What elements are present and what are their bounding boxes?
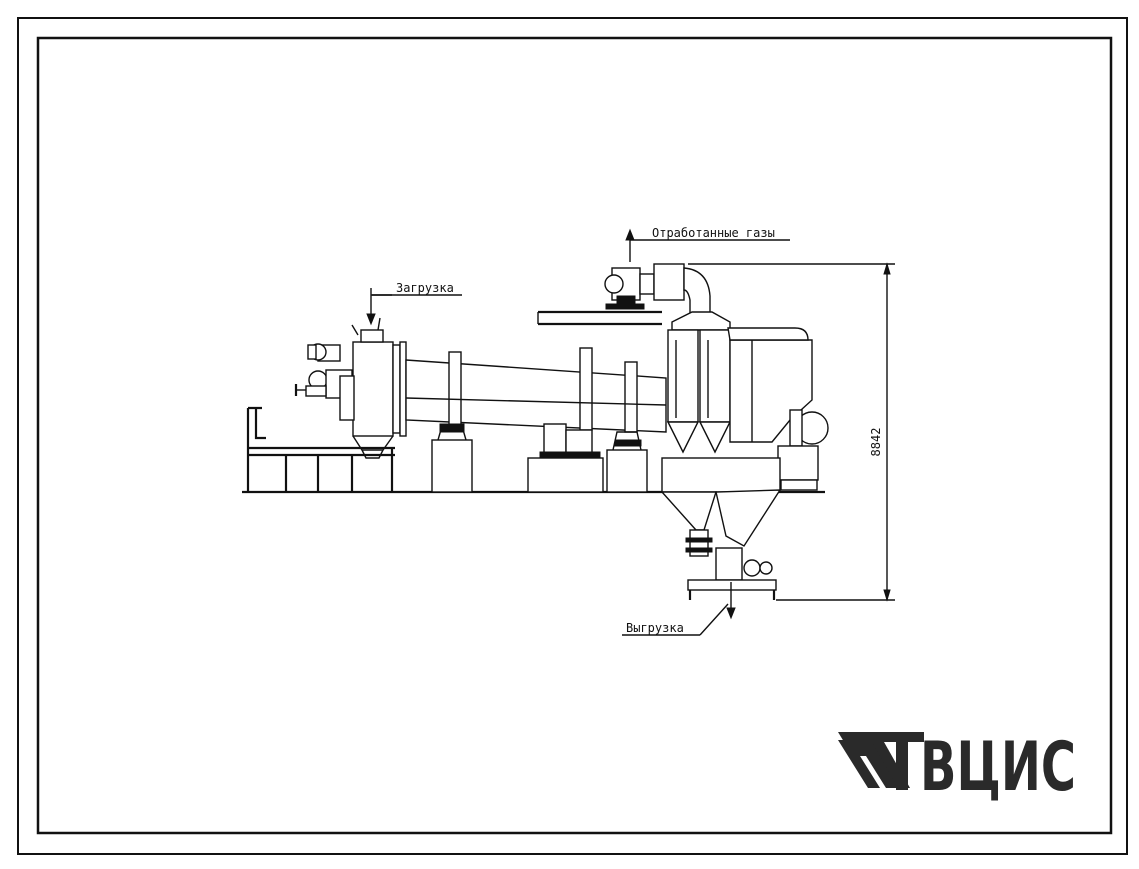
- cyclone-battery: [660, 311, 829, 600]
- outer-frame: [17, 17, 1128, 855]
- height-dimension: [688, 262, 895, 602]
- inner-frame: [36, 36, 1113, 835]
- exhaust-gases-label: Отработанные газы: [652, 226, 775, 240]
- exhaust-fan: [537, 263, 711, 326]
- loading-label: Загрузка: [396, 281, 454, 295]
- rotary-dryer-installation: Отработанные газы Загрузка Выгрузка 8842: [242, 226, 895, 636]
- support-frame: [246, 406, 395, 492]
- height-dimension-label: 8842: [869, 428, 883, 457]
- unloading-leader: [699, 603, 729, 636]
- logo-text: ВЦИС: [920, 728, 1076, 807]
- vtsis-logo: ВЦИС: [838, 728, 1076, 807]
- foundations: [431, 423, 648, 493]
- loading-chamber: [294, 317, 407, 459]
- logo-emblem-icon: [838, 732, 924, 790]
- rotary-drum: [405, 347, 667, 433]
- unloading-label: Выгрузка: [626, 621, 684, 635]
